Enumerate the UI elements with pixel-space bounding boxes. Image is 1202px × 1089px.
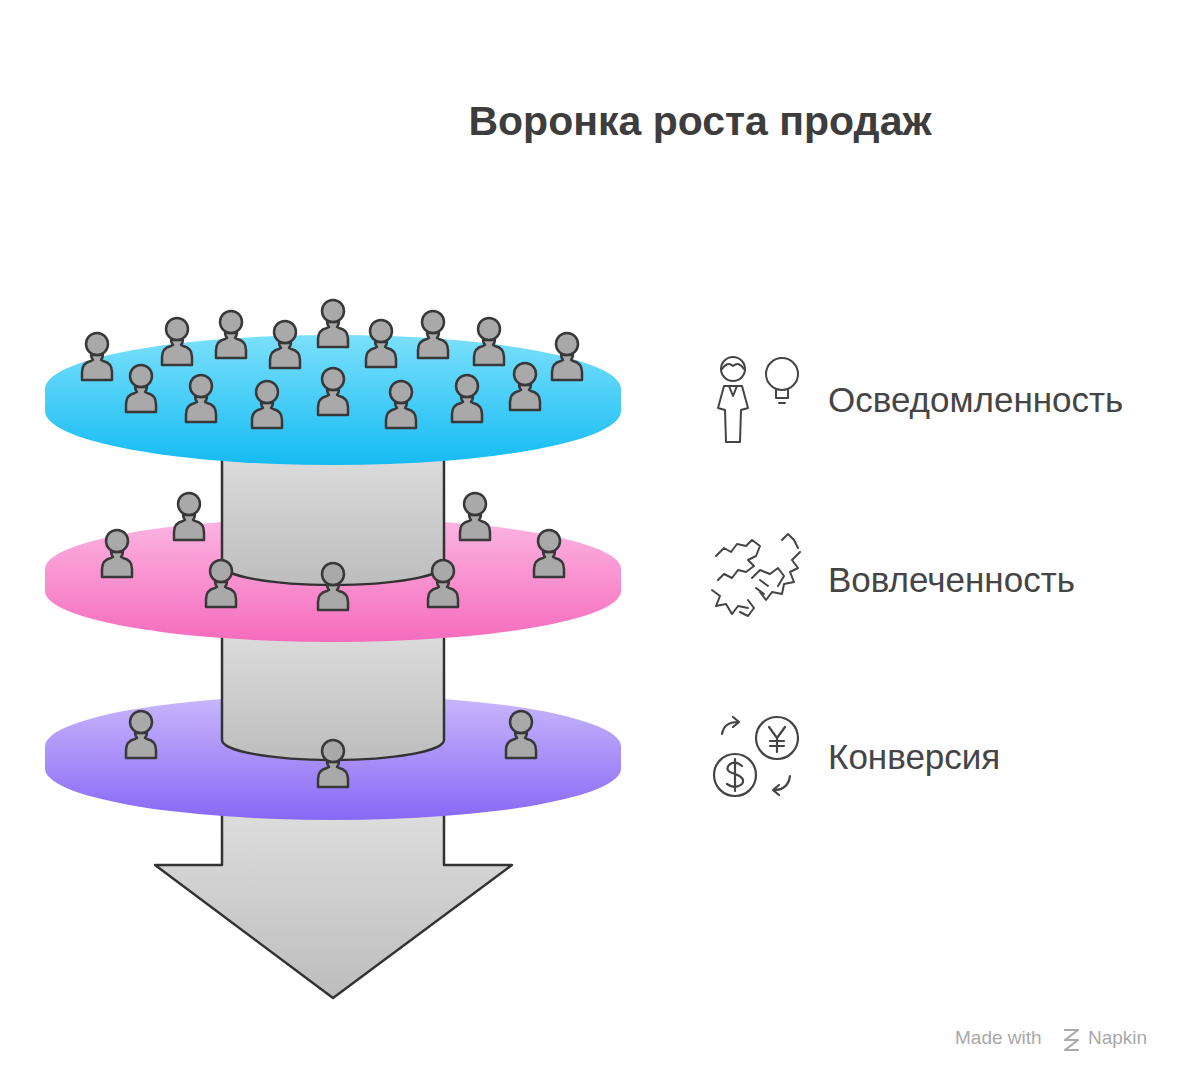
icon-coin [756,717,798,759]
diagram-title: Воронка роста продаж [400,98,1000,145]
icon-collar [729,386,737,396]
icon-bulb [766,358,798,390]
icon-hand [740,600,754,616]
band-disc [45,335,621,465]
icon-hair [722,364,744,369]
band-shape [45,335,621,465]
icon-body [718,386,748,442]
icon-head [721,357,745,381]
icon-coin [714,754,756,796]
watermark-logo [1065,1030,1078,1050]
funnel-arrow [155,805,512,998]
funnel-band: Вовлеченность [45,518,621,642]
watermark-text: Napkin [1088,1027,1147,1049]
funnel-band: Осведомленность [45,335,621,465]
logo-mark [1065,1030,1078,1050]
icon-hand [712,590,748,614]
stage-label: Конверсия [828,737,1000,777]
band-disc [45,695,621,820]
stage-label: Осведомленность [828,380,1123,420]
engagement-icon [712,534,800,616]
icon-hand [782,534,798,548]
stage-label: Вовлеченность [828,560,1075,600]
band-shape [45,695,621,820]
conversion-icon [714,717,798,796]
icon-exchange-arrow [722,717,739,734]
funnel-band: Конверсия [45,695,621,820]
awareness-icon [718,357,798,442]
band-shape [45,518,621,642]
icon-hand [760,552,800,600]
icon-fist [752,568,784,594]
icon-bulb-base [776,389,788,403]
icon-exchange-arrow [773,776,790,795]
icon-yen [769,727,785,752]
band-disc [45,518,621,642]
icon-dollar [727,759,743,791]
watermark-text: Made with [955,1027,1042,1049]
icon-hand [716,540,760,580]
